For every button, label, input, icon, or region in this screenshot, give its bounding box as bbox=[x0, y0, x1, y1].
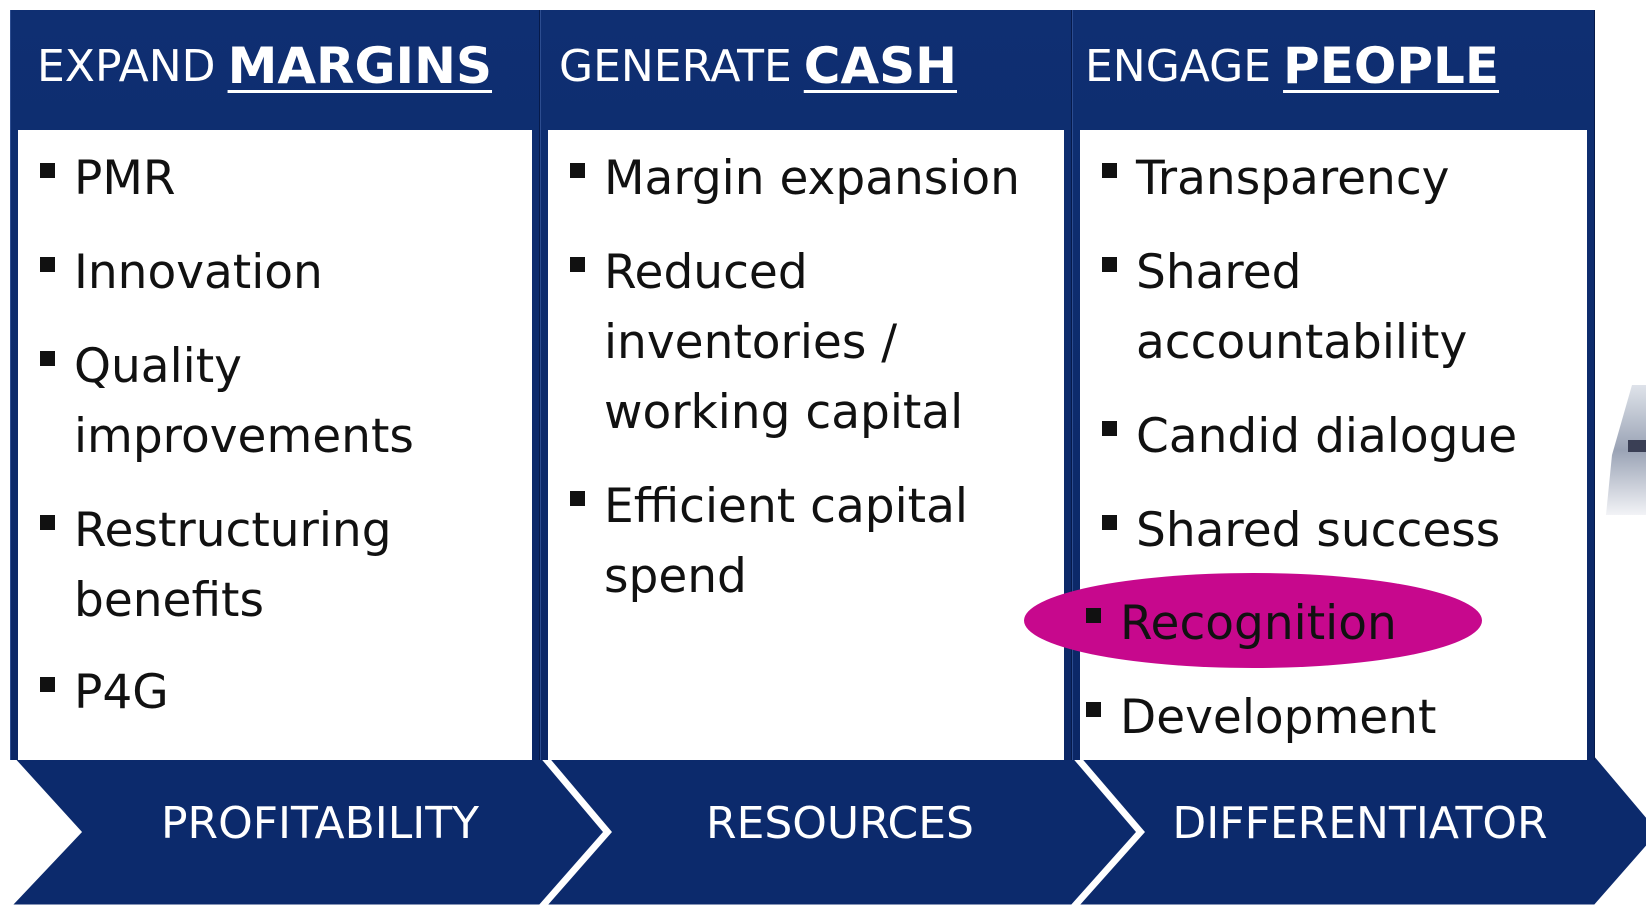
bullet-square-icon bbox=[570, 163, 585, 178]
bullet-square-icon bbox=[40, 515, 55, 530]
bullet-square-icon bbox=[570, 491, 585, 506]
bullet-square-icon bbox=[1102, 421, 1117, 436]
column-body: Transparency Shared accountability Candi… bbox=[1080, 130, 1587, 760]
column-heading: EXPAND MARGINS bbox=[11, 10, 539, 122]
bullet-square-icon bbox=[1086, 702, 1101, 717]
heading-key: MARGINS bbox=[227, 37, 493, 95]
bullet-square-icon bbox=[40, 677, 55, 692]
bullet-square-icon bbox=[1102, 515, 1117, 530]
list-item: PMR bbox=[40, 144, 510, 214]
bullet-square-icon bbox=[40, 257, 55, 272]
column-heading: GENERATE CASH bbox=[541, 10, 1071, 122]
footer-resources: RESOURCES bbox=[706, 798, 974, 849]
list-item: Shared success bbox=[1102, 496, 1572, 566]
list-item: Restructuring benefits bbox=[40, 496, 400, 636]
footer-differentiator: DIFFERENTIATOR bbox=[1172, 798, 1548, 849]
list-item: Reduced inventories / working capital bbox=[570, 238, 990, 448]
footer-profitability: PROFITABILITY bbox=[161, 798, 479, 849]
heading-key: CASH bbox=[803, 37, 958, 95]
chevron-profitability bbox=[6, 753, 607, 906]
list-item: Innovation bbox=[40, 238, 510, 308]
list-item: Development bbox=[1086, 683, 1556, 753]
list-item: Transparency bbox=[1102, 144, 1572, 214]
column-body: PMR Innovation Quality improvements Rest… bbox=[18, 130, 532, 760]
column-body: Margin expansion Reduced inventories / w… bbox=[548, 130, 1064, 760]
list-item: Efficient capital spend bbox=[570, 472, 990, 612]
chevron-differentiator bbox=[1073, 753, 1646, 906]
bullet-square-icon bbox=[40, 163, 55, 178]
decorative-graphic-fragment bbox=[1606, 385, 1646, 515]
list-item: Shared accountability bbox=[1102, 238, 1502, 378]
heading-prefix: EXPAND bbox=[37, 40, 216, 92]
column-heading: ENGAGE PEOPLE bbox=[1073, 10, 1594, 122]
list-item: Quality improvements bbox=[40, 332, 414, 472]
list-item: Candid dialogue bbox=[1102, 402, 1572, 472]
bullet-square-icon bbox=[40, 351, 55, 366]
list-item: P4G bbox=[40, 658, 510, 728]
bullet-square-icon bbox=[570, 257, 585, 272]
list-item: Margin expansion bbox=[570, 144, 1070, 214]
heading-key: PEOPLE bbox=[1283, 37, 1500, 95]
bullet-square-icon bbox=[1102, 163, 1117, 178]
bullet-square-icon bbox=[1102, 257, 1117, 272]
column-cash: GENERATE CASH Margin expansion Reduced i… bbox=[540, 10, 1072, 760]
list-item-highlighted: Recognition bbox=[1086, 589, 1556, 659]
heading-prefix: GENERATE bbox=[559, 40, 792, 92]
heading-prefix: ENGAGE bbox=[1085, 40, 1272, 92]
column-margins: EXPAND MARGINS PMR Innovation Quality im… bbox=[10, 10, 540, 760]
bullet-square-icon bbox=[1086, 608, 1101, 623]
